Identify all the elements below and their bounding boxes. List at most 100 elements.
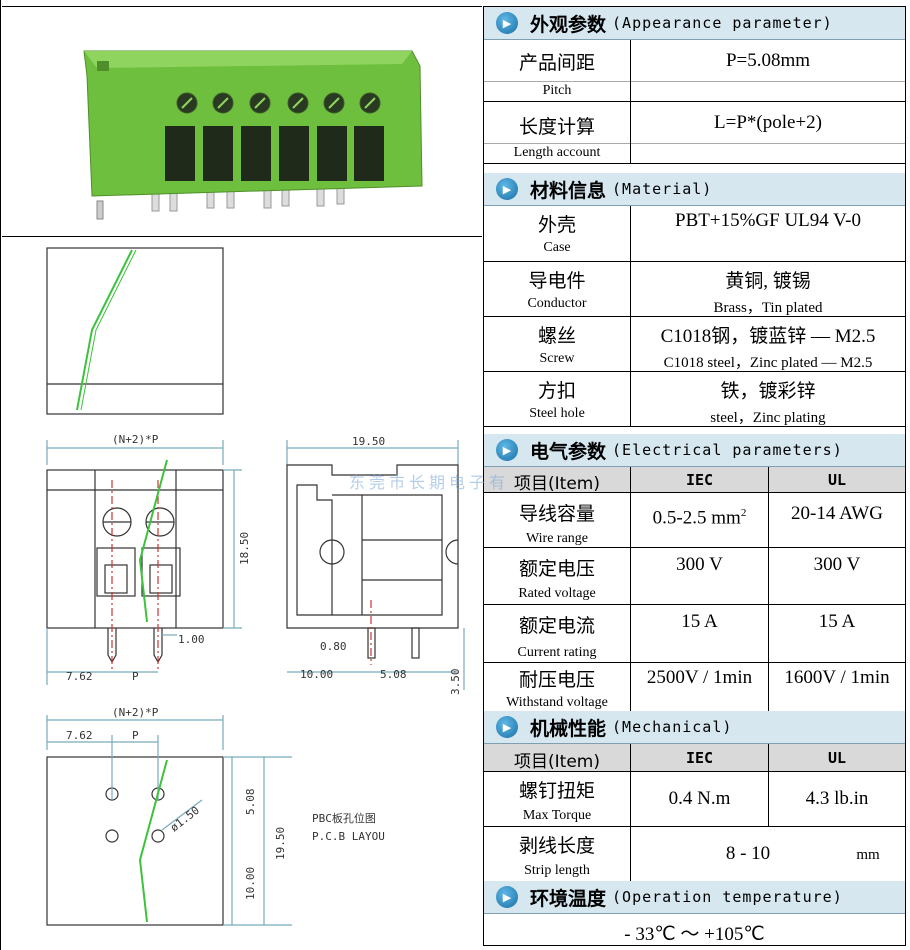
section-title-en: (Operation temperature)	[612, 888, 843, 906]
label-en: Strip length	[524, 863, 590, 878]
dim-side-width: 19.50	[352, 435, 385, 448]
watermark: 东莞市长期电子有	[349, 473, 510, 492]
terminal-block-image	[83, 50, 423, 220]
pcb-p: P	[132, 729, 139, 742]
play-icon: ▶	[496, 439, 518, 461]
play-icon: ▶	[496, 716, 518, 738]
dim-pin-pitch: 1.00	[178, 633, 205, 646]
strip-value: 8 - 10	[725, 843, 771, 864]
pcb-10: 10.00	[244, 867, 257, 900]
label-cn: 外壳	[537, 214, 576, 236]
spec-value-cn: 黄铜, 镀锡	[725, 271, 811, 292]
col-ul: UL	[827, 471, 847, 489]
spec-value-en: C1018 steel，Zinc plated — M2.5	[663, 355, 873, 371]
spec-row-steel-hole: 方扣 Steel hole 铁，镀彩锌 steel，Zinc plating	[484, 372, 905, 427]
spec-value: L=P*(pole+2)	[714, 112, 822, 133]
spec-row-case: 外壳 Case PBT+15%GF UL94 V-0	[484, 206, 905, 262]
section-electrical-header: ▶ 电气参数 (Electrical parameters)	[484, 434, 905, 467]
spec-value-cn: 铁，镀彩锌	[720, 381, 816, 402]
label-cn: 额定电流	[518, 615, 595, 637]
section-appearance-header: ▶ 外观参数 (Appearance parameter)	[484, 7, 905, 40]
play-icon: ▶	[496, 886, 518, 908]
pcb-title-cn: PBC板孔位图	[312, 811, 376, 825]
iec-value: 0.4 N.m	[668, 788, 731, 809]
dim-10: 10.00	[300, 668, 333, 681]
technical-drawings: (N+2)*P 18.50 1.00 7.62 P 19.50 0.80 10.…	[46, 247, 465, 926]
label-en: Steel hole	[529, 406, 585, 421]
col-item: 项目(Item)	[514, 752, 600, 772]
label-cn: 额定电压	[518, 558, 595, 580]
drawing-panel: (N+2)*P 18.50 1.00 7.62 P 19.50 0.80 10.…	[2, 0, 482, 950]
spec-row-temperature: - 33℃ ～ +105℃	[484, 914, 905, 945]
dim-p: P	[132, 670, 139, 683]
section-material-header: ▶ 材料信息 (Material)	[484, 173, 905, 206]
label-en: Wire range	[525, 531, 588, 546]
mechanical-table-header: 项目(Item) IEC UL	[484, 744, 905, 772]
ul-value: 4.3 lb.in	[805, 788, 869, 809]
label-cn: 螺钉扭矩	[518, 780, 595, 802]
top-view-drawing	[46, 247, 224, 415]
dim-width-label: (N+2)*P	[112, 433, 159, 446]
section-title-cn: 外观参数	[530, 13, 607, 36]
label-cn: 螺丝	[537, 325, 576, 347]
dim-508: 5.08	[380, 668, 407, 681]
pcb-762: 7.62	[66, 729, 93, 742]
dim-762: 7.62	[66, 670, 93, 683]
label-cn: 耐压电压	[518, 669, 595, 691]
col-iec: IEC	[685, 749, 714, 767]
label-cn: 长度计算	[518, 116, 595, 138]
spec-value-en: steel，Zinc plating	[710, 410, 826, 426]
label-en: Conductor	[527, 296, 587, 311]
label-en: Current rating	[517, 645, 597, 660]
pcb-width-label: (N+2)*P	[112, 706, 159, 719]
spec-value-cn: PBT+15%GF UL94 V-0	[675, 210, 861, 231]
play-icon: ▶	[496, 12, 518, 34]
section-title-cn: 机械性能	[530, 717, 607, 740]
col-iec: IEC	[685, 471, 714, 489]
label-en: Max Torque	[522, 808, 592, 823]
section-temperature-header: ▶ 环境温度 (Operation temperature)	[484, 881, 905, 914]
dim-080: 0.80	[320, 640, 347, 653]
label-cn: 方扣	[537, 380, 576, 402]
spec-value-cn: C1018钢，镀蓝锌 — M2.5	[660, 326, 876, 347]
dim-height: 18.50	[238, 532, 251, 565]
temperature-value: - 33℃ ～ +105℃	[624, 924, 765, 945]
col-item: 项目(Item)	[514, 474, 600, 494]
ul-value: 1600V / 1min	[784, 667, 890, 688]
pcb-hole-dia: ø1.50	[168, 804, 202, 835]
ul-value: 300 V	[813, 554, 861, 575]
section-title-en: (Appearance parameter)	[612, 14, 833, 32]
dim-350: 3.50	[449, 669, 462, 696]
label-en: Rated voltage	[518, 586, 596, 601]
label-en: Case	[543, 240, 571, 255]
label-cn: 导线容量	[518, 503, 595, 525]
play-icon: ▶	[496, 178, 518, 200]
ul-value: 20-14 AWG	[791, 503, 883, 524]
label-cn: 产品间距	[518, 52, 595, 74]
section-title-en: (Material)	[612, 180, 713, 198]
divider	[2, 236, 482, 237]
col-ul: UL	[827, 749, 847, 767]
label-en: Withstand voltage	[506, 695, 608, 710]
product-photo	[83, 50, 423, 220]
iec-value: 0.5-2.5 mm2	[652, 507, 747, 529]
divider	[2, 6, 482, 7]
section-title-cn: 环境温度	[530, 887, 607, 910]
label-en: Pitch	[542, 83, 572, 98]
pcb-title-en: P.C.B LAYOU	[312, 830, 385, 843]
iec-value: 15 A	[681, 611, 718, 632]
label-cn: 导电件	[528, 270, 586, 292]
spec-row-rated-voltage: 额定电压 Rated voltage 300 V 300 V	[484, 548, 905, 605]
iec-value: 300 V	[676, 554, 723, 575]
strip-unit: mm	[856, 847, 880, 863]
section-title-en: (Mechanical)	[612, 718, 733, 736]
